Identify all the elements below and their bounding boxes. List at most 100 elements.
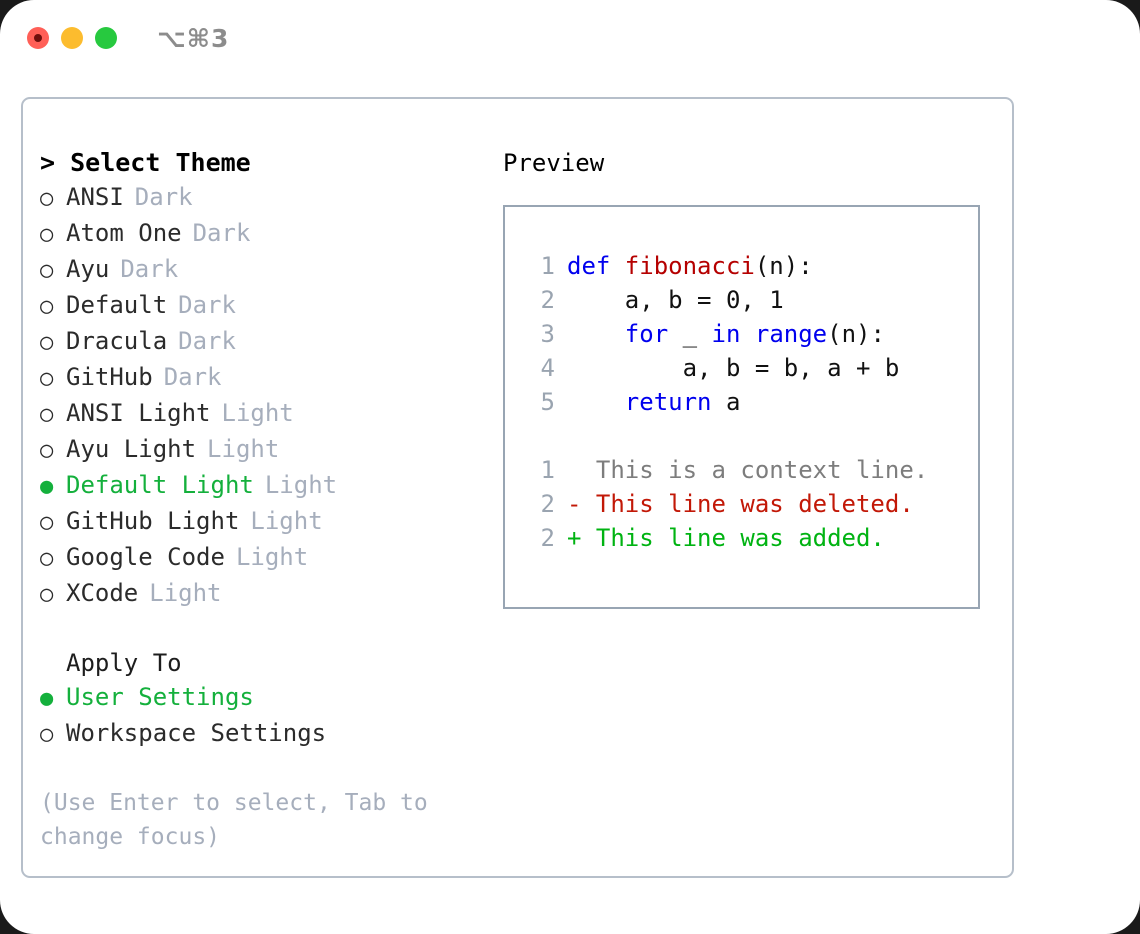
code-token: (n): (754, 252, 813, 280)
theme-variant-tag: Light (264, 471, 338, 499)
code-token: return (624, 388, 712, 416)
code-token: a, b = b, a + b (567, 354, 900, 382)
theme-list-item[interactable]: ○ Default Dark (40, 288, 503, 324)
radio-unselected-icon[interactable]: ○ (40, 258, 54, 283)
code-line: 3 for _ in range(n): (525, 317, 978, 351)
apply-to-list[interactable]: ●User Settings ○ Workspace Settings (40, 680, 503, 752)
keyboard-shortcut-label: ⌥⌘3 (157, 23, 230, 53)
code-line: 5 return a (525, 385, 978, 419)
preview-title: Preview (503, 149, 605, 177)
theme-variant-tag: Dark (178, 291, 236, 319)
keyboard-hint: (Use Enter to select, Tab to change focu… (40, 790, 428, 850)
line-number: 1 (540, 456, 555, 484)
line-number: 2 (540, 490, 555, 518)
radio-unselected-icon[interactable]: ○ (40, 402, 54, 427)
code-token (567, 320, 625, 348)
theme-variant-tag: Light (221, 399, 294, 427)
radio-unselected-icon[interactable]: ○ (40, 222, 54, 247)
theme-list-item[interactable]: ○ GitHub Light Light (40, 504, 503, 540)
radio-selected-icon[interactable]: ● (40, 686, 54, 711)
theme-variant-tag: Dark (163, 363, 222, 391)
theme-name: GitHub (66, 363, 153, 391)
radio-unselected-icon[interactable]: ○ (40, 438, 54, 463)
theme-name: XCode (66, 579, 139, 607)
diff-line-content: + This line was added. (567, 524, 885, 552)
theme-list-item[interactable]: ○ ANSI Light Light (40, 396, 503, 432)
code-token: range (754, 320, 828, 348)
theme-variant-tag: Light (250, 507, 323, 535)
section-gap (40, 612, 503, 646)
title-bar: ⌥⌘3 (0, 0, 1140, 76)
code-line: 1 def fibonacci(n): (525, 249, 978, 283)
theme-name: Default Light (66, 471, 254, 499)
radio-unselected-icon[interactable]: ○ (40, 330, 54, 355)
traffic-lights (27, 27, 117, 49)
theme-variant-tag: Light (149, 579, 222, 607)
theme-name: Dracula (66, 327, 168, 355)
theme-name: Ayu Light (66, 435, 197, 463)
theme-name: Google Code (66, 543, 225, 571)
diff-line-content: This is a context line. (567, 456, 929, 484)
theme-name: Ayu (66, 255, 110, 283)
diff-line: 2 - This line was deleted. (525, 487, 978, 521)
radio-unselected-icon[interactable]: ○ (40, 186, 54, 211)
theme-variant-tag: Light (235, 543, 309, 571)
code-token: _ (668, 320, 712, 348)
radio-unselected-icon[interactable]: ○ (40, 366, 54, 391)
line-number: 1 (540, 252, 555, 280)
theme-variant-tag: Light (207, 435, 280, 463)
theme-name: GitHub Light (66, 507, 240, 535)
radio-unselected-icon[interactable]: ○ (40, 546, 54, 571)
minimize-window-icon[interactable] (61, 27, 83, 49)
theme-list-item[interactable]: ○ Google Code Light (40, 540, 503, 576)
theme-list-item[interactable]: ○ Dracula Dark (40, 324, 503, 360)
apply-to-option[interactable]: ●User Settings (40, 680, 503, 716)
apply-to-label: Workspace Settings (66, 719, 327, 747)
close-window-icon[interactable] (27, 27, 49, 49)
theme-variant-tag: Dark (178, 327, 236, 355)
theme-variant-tag: Dark (192, 219, 251, 247)
theme-name: Atom One (66, 219, 182, 247)
theme-list-item[interactable]: ○ GitHub Dark (40, 360, 503, 396)
diff-line: 1 This is a context line. (525, 453, 978, 487)
radio-unselected-icon[interactable]: ○ (40, 722, 54, 747)
radio-unselected-icon[interactable]: ○ (40, 582, 54, 607)
maximize-window-icon[interactable] (95, 27, 117, 49)
code-line-content: def fibonacci(n): (567, 249, 813, 283)
code-token (740, 320, 754, 348)
theme-list-item[interactable]: ○ Ayu Light Light (40, 432, 503, 468)
theme-name: ANSI Light (66, 399, 211, 427)
code-diff-gap (525, 419, 978, 453)
radio-unselected-icon[interactable]: ○ (40, 510, 54, 535)
line-number: 2 (540, 524, 555, 552)
line-number: 2 (540, 286, 555, 314)
apply-to-option[interactable]: ○ Workspace Settings (40, 716, 503, 752)
page-title: > Select Theme (40, 148, 251, 177)
code-token: for (624, 320, 669, 348)
code-line-content: for _ in range(n): (567, 317, 885, 351)
code-line-content: return a (567, 385, 741, 419)
radio-unselected-icon[interactable]: ○ (40, 294, 54, 319)
code-token: a (711, 388, 741, 416)
code-token: in (711, 320, 741, 348)
code-line-content: a, b = 0, 1 (567, 283, 784, 317)
theme-list-item[interactable]: ○ XCode Light (40, 576, 503, 612)
code-token: def (567, 252, 625, 280)
theme-name: Default (66, 291, 168, 319)
diff-sample: 1 This is a context line. 2 - This line wa… (525, 453, 978, 555)
theme-list-item[interactable]: ● Default Light Light (40, 468, 503, 504)
radio-selected-icon[interactable]: ● (40, 474, 54, 499)
diff-line-content: - This line was deleted. (567, 490, 914, 518)
theme-list-item[interactable]: ○ Atom One Dark (40, 216, 503, 252)
line-number: 4 (540, 354, 555, 382)
diff-line: 2 + This line was added. (525, 521, 978, 555)
code-token (567, 388, 625, 416)
code-token: (n): (827, 320, 885, 348)
